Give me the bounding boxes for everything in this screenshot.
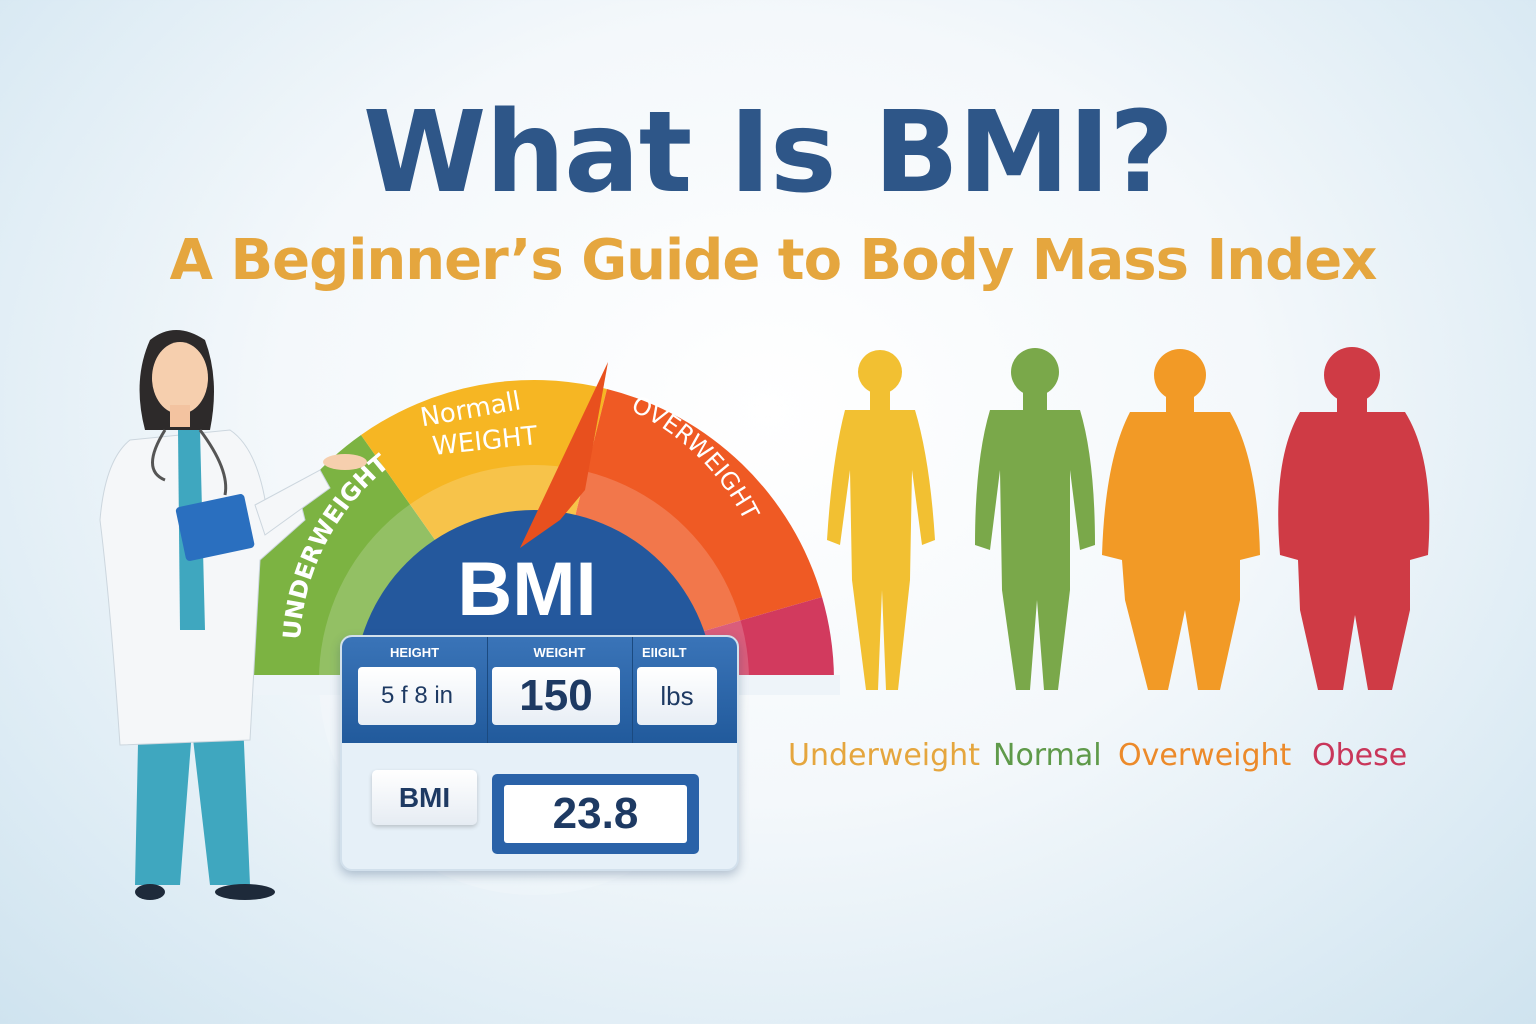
gauge-center-label: BMI [457, 547, 596, 632]
height-label: HEIGHT [389, 645, 440, 660]
page-subtitle: A Beginner’s Guide to Body Mass Index [169, 228, 1378, 293]
unit-label: EIIGILT [642, 645, 687, 660]
height-column: HEIGHT 5 f 8 in [342, 637, 488, 743]
unit-column: EIIGILT lbs [632, 637, 737, 743]
gauge-needle [520, 362, 608, 548]
category-overweight: Overweight [1118, 738, 1292, 773]
silhouette-overweight [1102, 349, 1260, 690]
weight-column: WEIGHT 150 [487, 637, 633, 743]
weight-input[interactable]: 150 [492, 667, 620, 725]
silhouette-obese [1278, 347, 1430, 690]
bmi-result-box: 23.8 [492, 774, 699, 854]
bmi-result-label: BMI [372, 770, 477, 825]
body-silhouettes [827, 347, 1430, 690]
silhouette-normal [975, 348, 1095, 690]
page-title: What Is BMI? [362, 88, 1174, 218]
category-obese: Obese [1312, 738, 1408, 773]
category-normal: Normal [993, 738, 1102, 773]
silhouette-underweight [827, 350, 935, 690]
doctor-figure [99, 330, 367, 900]
category-underweight: Underweight [788, 738, 980, 773]
bmi-result-value: 23.8 [504, 785, 687, 843]
weight-label: WEIGHT [533, 645, 586, 660]
height-input[interactable]: 5 f 8 in [358, 667, 476, 725]
bmi-calculator-panel: HEIGHT 5 f 8 in WEIGHT 150 EIIGILT lbs B… [340, 635, 739, 871]
unit-select[interactable]: lbs [637, 667, 717, 725]
